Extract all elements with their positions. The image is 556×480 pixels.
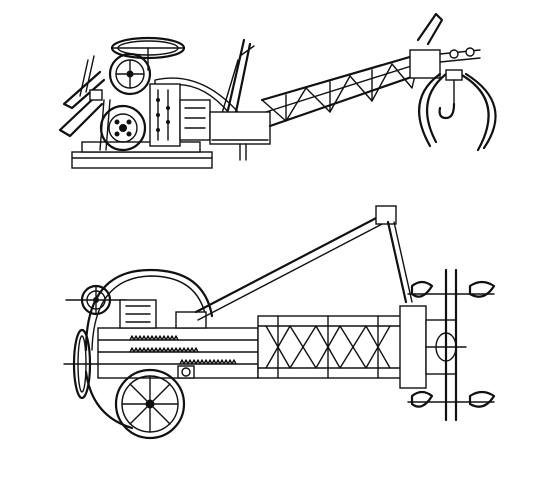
control-levers: [58, 55, 111, 151]
base-plinth: [71, 141, 213, 169]
handwheel-icon: [65, 284, 127, 316]
boom-head: [399, 305, 467, 389]
boom-head: [409, 12, 481, 79]
lattice-boom: [260, 52, 428, 128]
top-view: [63, 205, 496, 440]
handwheel-icon: [110, 36, 186, 71]
luffing-strut: [194, 205, 413, 321]
wheel-axle: [177, 365, 195, 379]
engine-housing: [149, 77, 239, 147]
lattice-boom: [257, 315, 407, 379]
flywheel-icon: [108, 52, 152, 96]
side-view: [58, 12, 497, 169]
flywheel-icon: [63, 328, 101, 400]
lifting-hook-icon: [438, 79, 456, 120]
boom-base-frame: [209, 111, 271, 161]
grab-jaws-icon: [418, 69, 497, 152]
gear-teeth: [129, 335, 237, 365]
grab-jaws-icon: [407, 268, 496, 422]
mast-posts: [219, 38, 255, 121]
pulley-wheel: [99, 104, 147, 152]
carriage-wheel-icon: [114, 368, 186, 440]
